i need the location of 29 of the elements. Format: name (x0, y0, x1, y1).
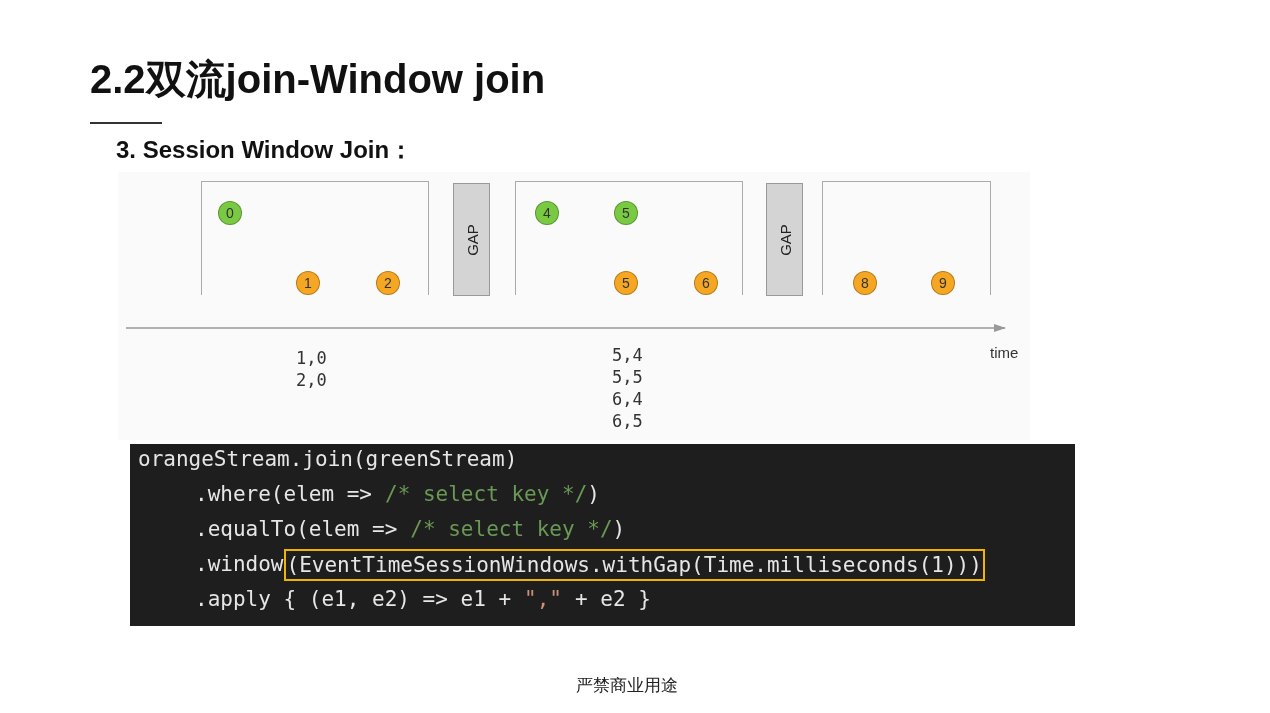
footer-note: 严禁商业用途 (576, 675, 678, 697)
section-heading: 3. Session Window Join： (116, 135, 414, 165)
gap-bar (453, 183, 490, 296)
slide-title: 2.2双流join-Window join (90, 56, 546, 103)
gap-label: GAP (776, 223, 793, 256)
gap-label: GAP (463, 223, 480, 256)
result-pair: 6,4 (612, 389, 643, 409)
code-text: .window (195, 551, 284, 578)
result-pair: 5,4 (612, 345, 643, 365)
code-text: .apply { (e1, e2) => e1 + (195, 586, 512, 613)
result-pair: 5,5 (612, 367, 643, 387)
code-text: orangeStream.join(greenStream) (138, 446, 518, 473)
session-window (515, 181, 743, 295)
code-text: /* select key */ (410, 516, 613, 543)
highlighted-code: (EventTimeSessionWindows.withGap(Time.milliseconds(1))) (283, 549, 985, 581)
code-text: /* select key */ (385, 481, 588, 508)
gap-bar (766, 183, 803, 296)
code-text: .where(elem => (195, 481, 372, 508)
code-text: + e2 } (575, 586, 651, 613)
code-text: ) (587, 481, 600, 508)
session-window (201, 181, 429, 295)
code-text: .equalTo(elem => (195, 516, 398, 543)
result-pair: 1,0 (296, 348, 327, 368)
axis-label: time (990, 344, 1019, 361)
code-text: "," (524, 586, 562, 613)
session-window (822, 181, 991, 295)
result-pair: 6,5 (612, 411, 643, 431)
code-text: ) (612, 516, 626, 543)
result-pair: 2,0 (296, 370, 327, 390)
